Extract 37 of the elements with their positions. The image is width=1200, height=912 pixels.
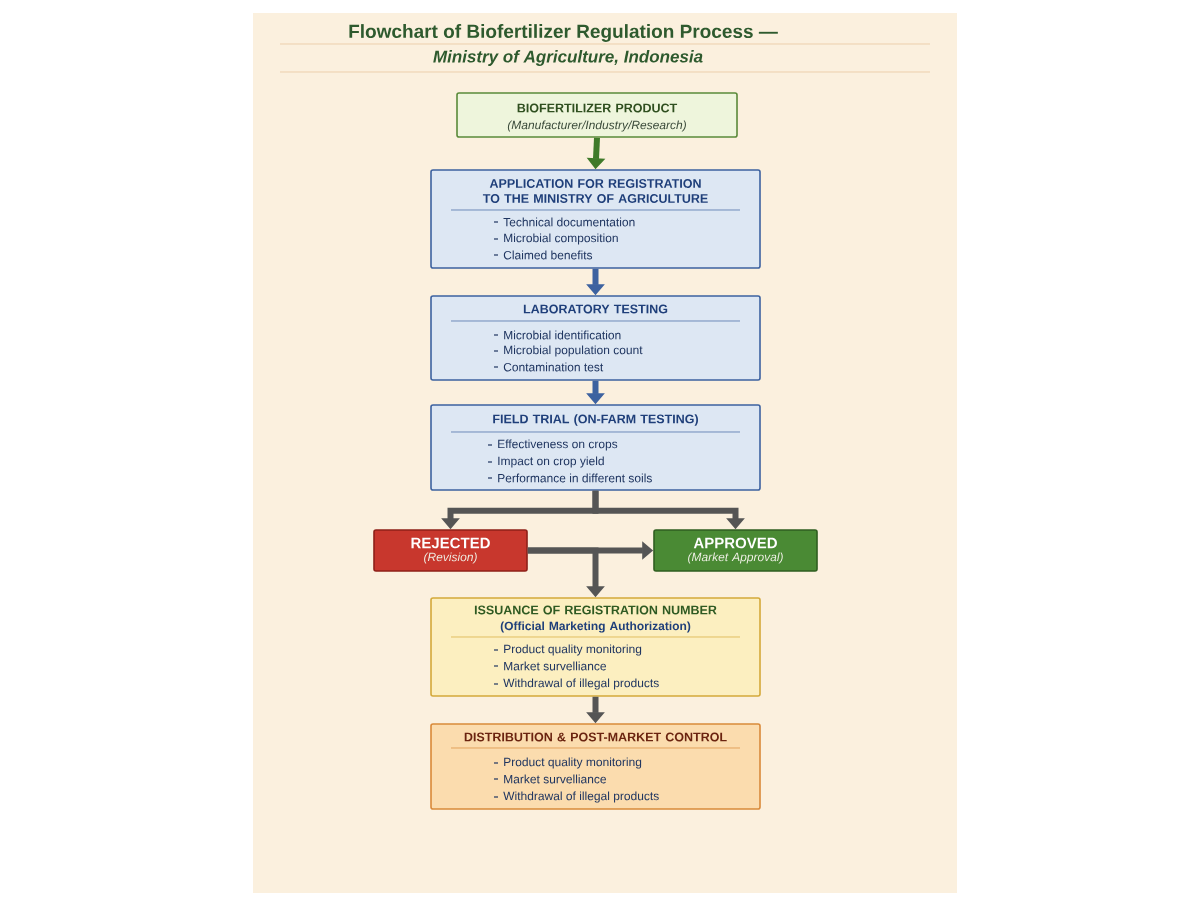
subheading: (Market Approval) — [688, 552, 783, 564]
process-box — [430, 295, 761, 381]
bullet-item: Claimed benefits — [493, 250, 593, 260]
subheading: (Revision) — [424, 552, 477, 564]
bullet-item: Impact on crop yield — [487, 456, 604, 468]
bullet-item: Technical documentation — [493, 217, 635, 227]
heading: APPLICATION FOR REGISTRATION TO THE MINISTRY OF AGRICULTURE — [482, 179, 708, 203]
start-box — [456, 92, 738, 138]
process-box — [430, 597, 761, 697]
bullet-item: Contamination test — [493, 362, 604, 372]
heading: REJECTED — [411, 537, 490, 549]
heading: BIOFERTILIZER PRODUCT — [517, 103, 678, 113]
bullet-item: Effectiveness on crops — [487, 439, 618, 451]
subheading: (Manufacturer/Industry/Research) — [507, 120, 686, 132]
decision-box — [373, 529, 528, 572]
decision-box — [653, 529, 818, 572]
process-box — [430, 404, 761, 491]
title: Flowchart of Biofertilizer Regulation Process — — [349, 24, 778, 42]
bullet-item: Performance in different soils — [487, 473, 652, 483]
heading: FIELD TRIAL (ON-FARM TESTING) — [493, 414, 698, 426]
bullet-item: Product quality monitoring — [493, 644, 642, 656]
bullet-item: Withdrawal of illegal products — [493, 678, 659, 690]
heading: APPROVED — [693, 537, 777, 549]
process-box — [430, 723, 761, 810]
bullet-item: Product quality monitoring — [493, 757, 642, 769]
bullet-item: Market survelliance — [493, 774, 606, 784]
bullet-item: Microbial population count — [493, 345, 643, 357]
bullet-item: Market survelliance — [493, 661, 606, 671]
subtitle: Ministry of Agriculture, Indonesia — [433, 50, 703, 66]
heading: DISTRIBUTION & POST-MARKET CONTROL — [464, 732, 727, 742]
bullet-item: Microbial composition — [493, 233, 618, 245]
subheading: (Official Marketing Authorization) — [500, 621, 691, 633]
bullet-item: Microbial identification — [493, 330, 621, 340]
heading: LABORATORY TESTING — [523, 304, 668, 314]
heading: ISSUANCE OF REGISTRATION NUMBER — [474, 605, 717, 615]
bullet-item: Withdrawal of illegal products — [493, 791, 659, 803]
process-box — [430, 169, 761, 269]
